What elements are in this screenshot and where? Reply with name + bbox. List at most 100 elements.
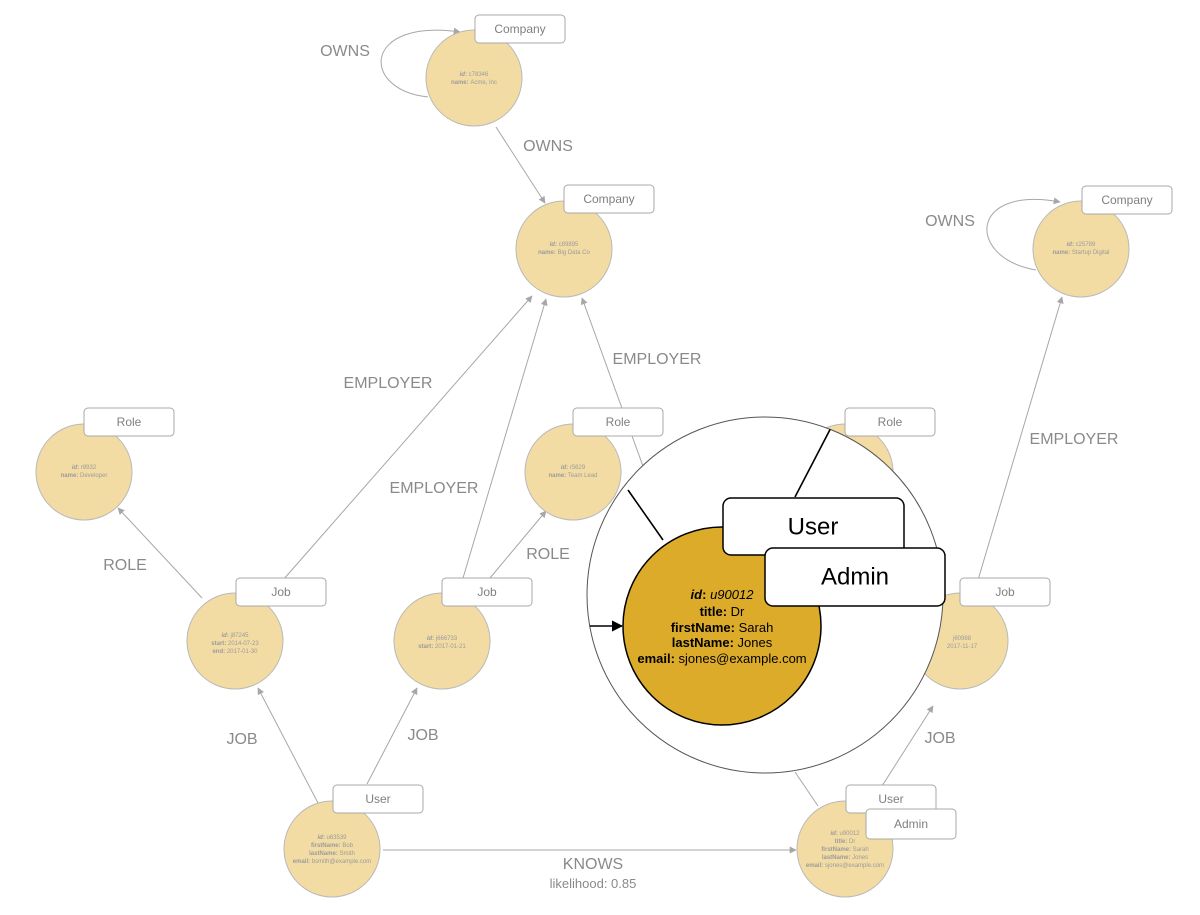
- node-job-2[interactable]: id: j666733 start: 2017-01-21 Job: [393, 577, 533, 690]
- rel-label-role-job1: ROLE: [103, 557, 147, 574]
- svg-text:title: Dr: title: Dr: [700, 604, 745, 619]
- rel-label-job-sarah-job3: JOB: [924, 730, 955, 747]
- label-tag-text: Job: [995, 585, 1015, 599]
- edge-job-bob-job1[interactable]: [257, 687, 319, 804]
- rel-label-employer-job2: EMPLOYER: [390, 480, 479, 497]
- label-tag-text: Company: [583, 192, 634, 206]
- svg-text:id: c78346: id: c78346: [460, 72, 489, 78]
- label-tag-company[interactable]: [474, 14, 566, 44]
- label-tag-role[interactable]: [572, 407, 664, 437]
- edge-employer-job3-bigdata[interactable]: [580, 297, 649, 481]
- label-tag-company[interactable]: [1081, 185, 1173, 215]
- node-user-sarah[interactable]: id: u90012 title: Dr firstName: Sarah la…: [796, 784, 957, 898]
- magnified-label-tag-admin[interactable]: [764, 547, 946, 607]
- label-tag-text: Role: [117, 415, 142, 429]
- svg-text:2017-11-17: 2017-11-17: [947, 644, 978, 650]
- rel-label-owns-acme-bigdata: OWNS: [523, 138, 573, 155]
- edge-employer-job3-startup[interactable]: [977, 296, 1064, 581]
- label-tag-text: Role: [878, 415, 903, 429]
- node-circle[interactable]: [186, 592, 284, 690]
- label-tag-text: Company: [494, 22, 545, 36]
- node-job-1[interactable]: id: j87245 start: 2014-07-23 end: 2017-0…: [186, 577, 327, 690]
- svg-text:name: Big Data Co: name: Big Data Co: [538, 250, 590, 256]
- label-tag-text: Job: [477, 585, 497, 599]
- label-tag-company[interactable]: [563, 184, 655, 214]
- svg-text:name: Developer: name: Developer: [61, 473, 108, 479]
- svg-text:firstName: Sarah: firstName: Sarah: [671, 620, 774, 635]
- svg-text:j60988: j60988: [952, 636, 972, 642]
- node-circle[interactable]: [283, 800, 381, 898]
- edge-job-sarah-job3[interactable]: [881, 705, 934, 787]
- label-tag-text: Admin: [894, 817, 928, 831]
- svg-text:name: Team Lead: name: Team Lead: [548, 473, 597, 479]
- label-tag-text: Job: [271, 585, 291, 599]
- rel-label-employer-job3-startup: EMPLOYER: [1030, 431, 1119, 448]
- svg-text:lastName: Jones: lastName: Jones: [822, 855, 868, 861]
- edge-owns-acme-bigdata[interactable]: [495, 126, 546, 204]
- node-company-acme[interactable]: id: c78346 name: Acme, Inc Company: [425, 14, 566, 127]
- label-tag-role[interactable]: [844, 407, 936, 437]
- svg-text:id: u90012: id: u90012: [830, 831, 860, 837]
- node-circle[interactable]: [425, 29, 523, 127]
- node-company-startup[interactable]: id: c25789 name: Startup Digital Company: [1032, 185, 1173, 298]
- label-tag-text: User: [878, 792, 903, 806]
- edge-role-job2[interactable]: [489, 510, 547, 579]
- svg-text:start: 2014-07-23: start: 2014-07-23: [211, 641, 259, 647]
- magnified-edge-up: [627, 489, 664, 541]
- svg-text:id: r8932: id: r8932: [72, 465, 97, 471]
- rel-label-job-bob-job1: JOB: [226, 731, 257, 748]
- magnifier-lens: id: u90012 title: Dr firstName: Sarah la…: [586, 416, 946, 774]
- svg-text:lastName: Smith: lastName: Smith: [309, 851, 355, 857]
- label-tag-role[interactable]: [83, 407, 175, 437]
- rel-label-owns-startup-self: OWNS: [925, 213, 975, 230]
- node-circle[interactable]: [515, 200, 613, 298]
- label-tag-user[interactable]: [332, 784, 424, 814]
- rel-label-employer-job1: EMPLOYER: [344, 375, 433, 392]
- edge-owns-startup-self[interactable]: [986, 197, 1061, 271]
- edge-sarah-lens: [794, 771, 819, 807]
- edge-employer-job2[interactable]: [462, 298, 548, 579]
- label-tag-text: Company: [1101, 193, 1152, 207]
- node-circle[interactable]: [524, 423, 622, 521]
- label-tag-job[interactable]: [959, 577, 1051, 607]
- rel-label-employer-job3-bigdata: EMPLOYER: [613, 351, 702, 368]
- svg-text:id: r5629: id: r5629: [561, 465, 586, 471]
- svg-text:id: j87245: id: j87245: [221, 633, 249, 639]
- node-circle[interactable]: [1032, 200, 1130, 298]
- node-user-bob[interactable]: id: u63539 firstName: Bob lastName: Smit…: [283, 784, 424, 898]
- svg-text:name: Startup Digital: name: Startup Digital: [1052, 250, 1109, 256]
- rel-label-knows: KNOWS: [563, 856, 623, 873]
- node-circle[interactable]: [35, 423, 133, 521]
- svg-text:id: c89895: id: c89895: [550, 242, 579, 248]
- label-tag-text: User: [365, 792, 390, 806]
- magnified-label-tag-text: Admin: [821, 564, 889, 591]
- edge-role-job1[interactable]: [117, 507, 203, 599]
- label-tag-job[interactable]: [235, 577, 327, 607]
- svg-text:title: Dr: title: Dr: [835, 839, 856, 845]
- label-tag-text: Role: [606, 415, 631, 429]
- label-tag-admin[interactable]: [865, 808, 957, 840]
- svg-text:end: 2017-01-30: end: 2017-01-30: [212, 649, 258, 655]
- magnified-edge-role: [794, 419, 836, 498]
- rel-property-likelihood: likelihood: 0.85: [550, 876, 637, 891]
- node-role-team-lead[interactable]: id: r5629 name: Team Lead Role: [524, 407, 664, 521]
- svg-text:id: c25789: id: c25789: [1067, 242, 1096, 248]
- magnified-label-tag-text: User: [788, 514, 839, 541]
- svg-text:name: Acme, Inc: name: Acme, Inc: [451, 80, 497, 86]
- label-tag-job[interactable]: [441, 577, 533, 607]
- edge-job-bob-job2[interactable]: [366, 687, 418, 785]
- svg-text:email: sjones@example.com: email: sjones@example.com: [806, 863, 884, 869]
- node-role-developer[interactable]: id: r8932 name: Developer Role: [35, 407, 175, 521]
- edge-employer-job1[interactable]: [282, 295, 533, 581]
- rel-label-owns-acme-self: OWNS: [320, 43, 370, 60]
- svg-text:email: bsmith@example.com: email: bsmith@example.com: [293, 859, 371, 865]
- rel-label-job-bob-job2: JOB: [407, 727, 438, 744]
- svg-text:id: u63539: id: u63539: [317, 835, 347, 841]
- node-company-bigdata[interactable]: id: c89895 name: Big Data Co Company: [515, 184, 655, 298]
- svg-text:firstName: Sarah: firstName: Sarah: [821, 847, 868, 853]
- edge-owns-acme-self[interactable]: [380, 27, 461, 98]
- svg-text:start: 2017-01-21: start: 2017-01-21: [418, 644, 466, 650]
- edges: [117, 27, 1064, 854]
- svg-text:email: sjones@example.com: email: sjones@example.com: [637, 651, 806, 666]
